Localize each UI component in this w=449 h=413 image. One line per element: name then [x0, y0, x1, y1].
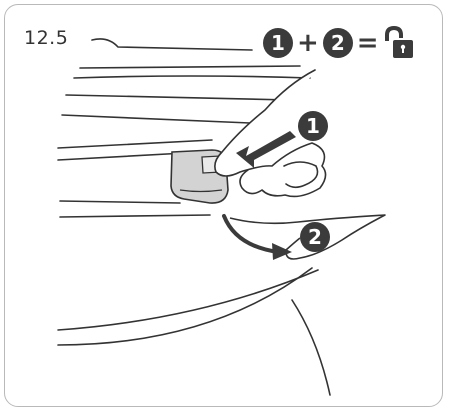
callout-step-2: 2: [300, 222, 330, 252]
base-lower-edge: [58, 270, 318, 330]
step-number: 12.5: [24, 27, 68, 49]
equals-sign: =: [357, 30, 379, 56]
unlock-formula: 1 + 2 =: [263, 26, 413, 60]
lid-rim-4: [62, 115, 250, 123]
lid-top-edge: [92, 39, 252, 50]
callout-step-1: 1: [298, 111, 328, 141]
base-right-side: [292, 300, 330, 395]
body-seam-1: [58, 140, 212, 148]
body-seam-2: [58, 153, 185, 160]
unlocked-padlock-icon: [383, 26, 413, 60]
body-band-2: [60, 215, 210, 217]
formula-step-1-badge: 1: [263, 28, 293, 58]
lid-rim-2: [74, 76, 310, 78]
body-band-1: [60, 201, 180, 203]
plus-sign: +: [297, 30, 319, 56]
formula-step-2-badge: 2: [323, 28, 353, 58]
base-lower-band: [58, 268, 312, 345]
lid-rim-1: [80, 66, 300, 68]
lid-rim-3: [66, 95, 290, 100]
